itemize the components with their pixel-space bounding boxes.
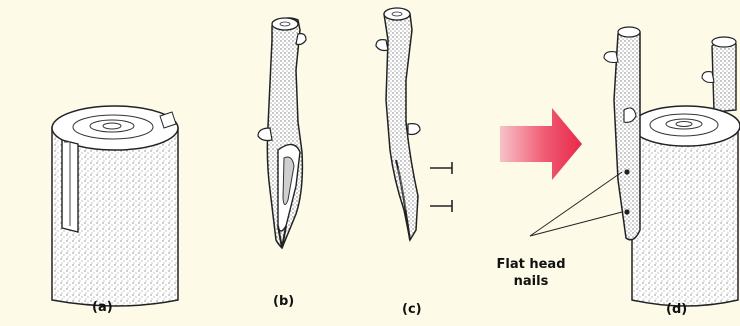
stock-d: [604, 27, 740, 306]
annotation-line-1: Flat head: [486, 256, 576, 273]
label-c: (c): [402, 302, 422, 317]
nail-icon: [430, 162, 452, 212]
label-b: (b): [273, 294, 294, 309]
label-d: (d): [666, 302, 687, 317]
scion-c: [376, 8, 420, 240]
stock-a: [52, 106, 178, 306]
annotation-leaders: [530, 172, 622, 236]
scion-b: [258, 18, 306, 248]
label-a: (a): [92, 300, 113, 315]
flat-head-nails-annotation: Flat head nails: [486, 256, 576, 290]
right-arrow-icon: [500, 108, 582, 180]
annotation-line-2: nails: [486, 273, 576, 290]
